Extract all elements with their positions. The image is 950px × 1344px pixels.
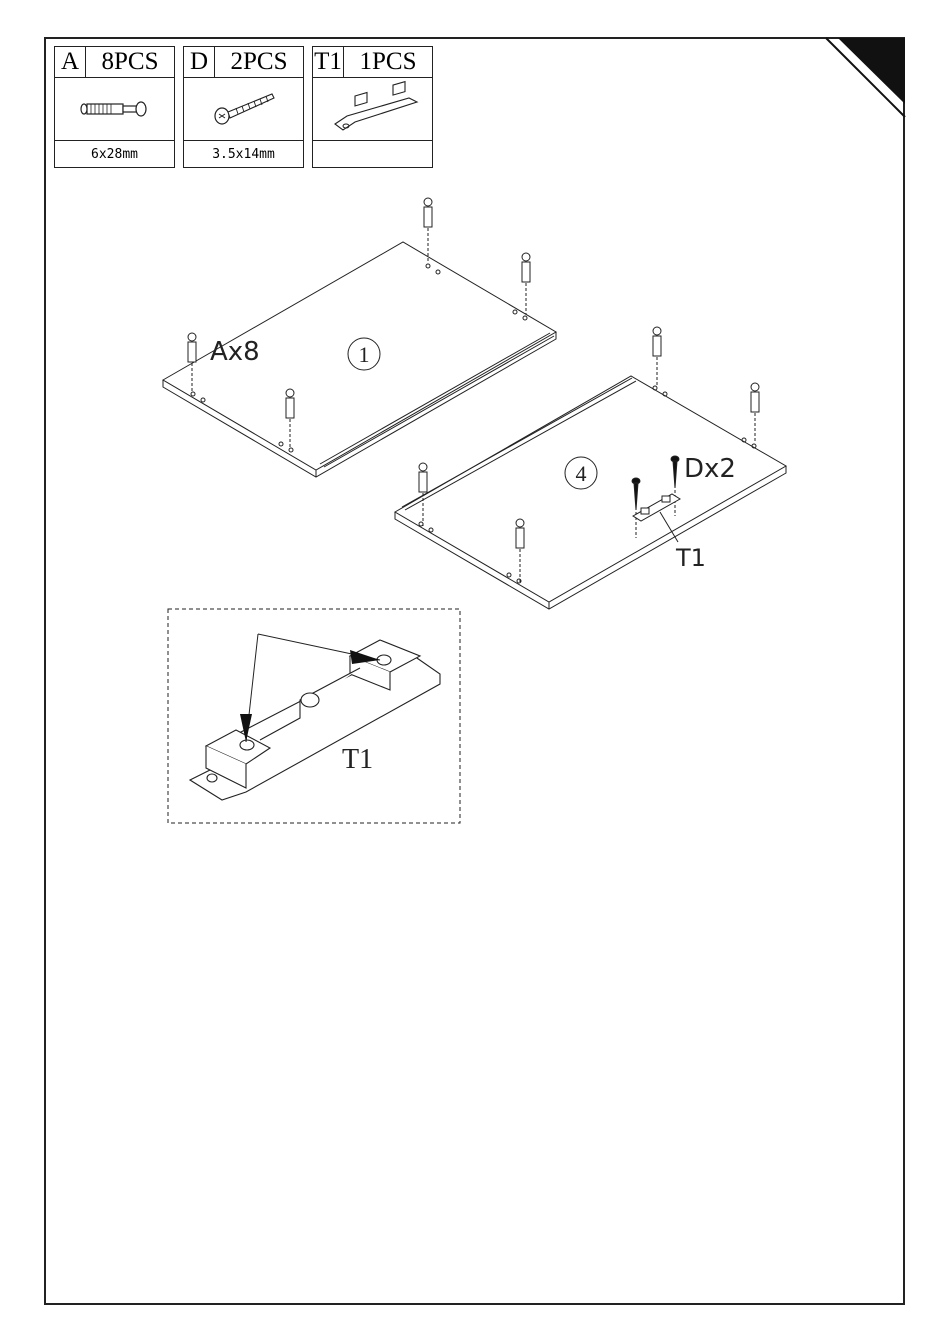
fitting-callout: T1 [675,544,706,572]
corner-tab [826,38,905,117]
panel-4 [395,376,786,609]
panel-1-label: 1 [359,342,370,367]
panel-4-label: 4 [576,461,587,486]
dowel-callout: Ax8 [210,337,260,367]
detail-fitting-label: T1 [342,744,373,775]
screw-callout: Dx2 [684,454,736,484]
dowel [653,327,661,386]
panel-4-number: 4 [565,457,597,489]
detail-box: T1 [168,609,460,823]
panel-1-number: 1 [348,338,380,370]
dowel [522,253,530,314]
dowel [424,198,432,262]
dowel [751,383,759,442]
